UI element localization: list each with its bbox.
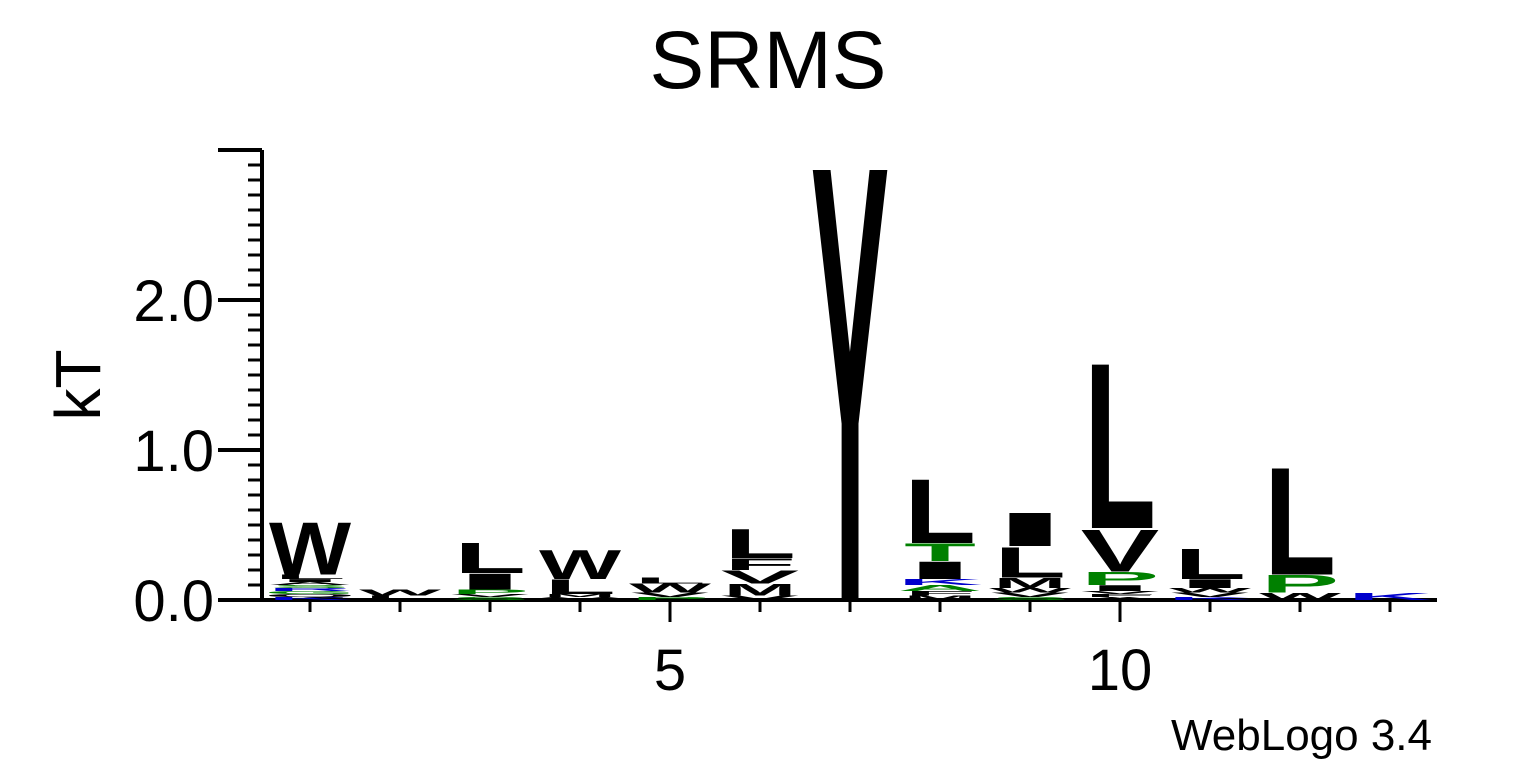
- logo-letter: L: [994, 538, 1066, 587]
- logo-letter: V: [991, 591, 1069, 598]
- logo-letter: S: [271, 584, 349, 589]
- logo-letter: L: [454, 534, 526, 583]
- logo-letter: W: [539, 542, 622, 588]
- logo-column: Y: [811, 36, 889, 734]
- logo-letter: F: [904, 590, 976, 597]
- footer-credit: WebLogo 3.4: [1171, 711, 1432, 760]
- logo-letter: A: [898, 584, 983, 593]
- x-tick-label: 5: [654, 638, 686, 703]
- logo-letter: W: [1259, 591, 1342, 603]
- logo-letter: M: [994, 575, 1066, 591]
- logo-letter: P: [1261, 570, 1339, 598]
- logo-letter: W: [989, 587, 1072, 594]
- x-tick-label: 10: [1088, 638, 1153, 703]
- logo-letter: F: [724, 555, 796, 574]
- logo-letter: I: [990, 503, 1069, 556]
- logo-letter: L: [634, 576, 706, 585]
- logo-letter: V: [1081, 590, 1159, 595]
- logo-letter: G: [264, 590, 356, 595]
- logo-letter: L: [1174, 540, 1246, 589]
- logo-letter: K: [1168, 596, 1253, 601]
- logo-letter: K: [1348, 591, 1433, 603]
- logo-letter: I: [450, 569, 529, 595]
- logo-letter: S: [451, 596, 529, 601]
- logo-letter: Y: [811, 36, 889, 734]
- logo-letter: T: [904, 539, 976, 567]
- y-tick-label: 2.0: [133, 269, 214, 334]
- logo-letter: K: [268, 596, 353, 601]
- logo-letter: L: [1264, 436, 1336, 608]
- logo-letter: V: [541, 596, 619, 601]
- logo-letter: W: [629, 581, 712, 595]
- logo-column: LW: [359, 588, 442, 601]
- logo-letter: I: [1170, 577, 1249, 591]
- logo-letter: V: [451, 593, 529, 598]
- logo-letter: V: [1171, 591, 1249, 598]
- logo-letter: L: [724, 520, 796, 567]
- logo-letter: A: [268, 581, 353, 586]
- logo-letter: I: [1080, 583, 1159, 592]
- logo-letter: W: [1169, 587, 1252, 594]
- logo-letter: Q: [264, 593, 356, 598]
- logo-letter: V: [631, 591, 709, 598]
- logo-letter: R: [268, 587, 353, 592]
- logo-letter: P: [451, 588, 529, 595]
- logo-letter: K: [898, 578, 983, 587]
- logo-letter: V: [1081, 517, 1159, 585]
- logo-letter: W: [269, 508, 351, 591]
- logo-letter: A: [1078, 596, 1163, 601]
- logo-letter: W: [359, 588, 442, 597]
- logo-letter: P: [1081, 568, 1159, 589]
- chart-title: SRMS: [650, 15, 887, 106]
- logo-letter: V: [721, 594, 799, 601]
- y-tick-label: 0.0: [133, 569, 214, 634]
- logo-column: WPL: [1259, 436, 1342, 608]
- axes: 0.0 1.0 2.0 5 10: [133, 148, 1437, 703]
- logo-letter: M: [904, 594, 976, 601]
- logo-letter: L: [904, 461, 976, 563]
- logo-letter: L: [274, 573, 346, 580]
- logo-letter: L: [364, 594, 436, 601]
- y-tick-label: 1.0: [133, 419, 214, 484]
- logo-letter: L: [1084, 313, 1156, 579]
- logo-letter: I: [270, 578, 349, 583]
- logo-letter: V: [721, 567, 799, 588]
- logo-letter: L: [544, 575, 616, 598]
- y-axis-label: kT: [42, 349, 114, 420]
- logo-letter: F: [1084, 593, 1156, 598]
- logo-column: K: [1348, 591, 1433, 603]
- logo-letter: M: [724, 581, 796, 600]
- logo-letter: M: [544, 593, 616, 598]
- logo-letter: I: [900, 556, 979, 584]
- logo-letter: S: [991, 596, 1069, 601]
- logo-letter: P: [631, 596, 709, 601]
